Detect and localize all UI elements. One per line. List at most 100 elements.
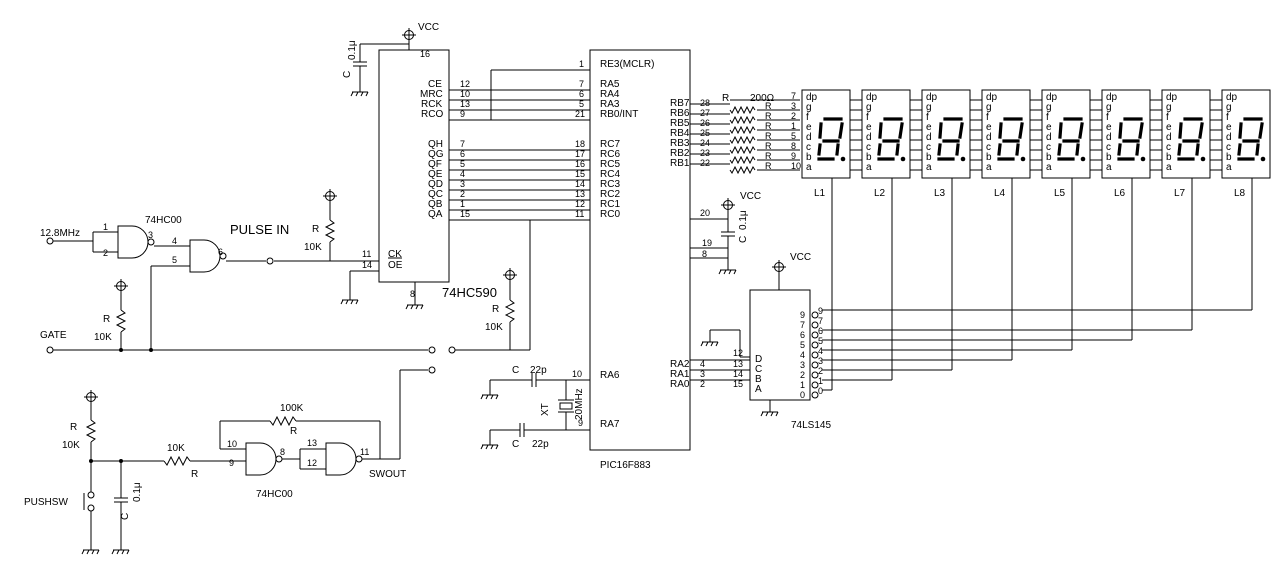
c-label: C (120, 513, 131, 520)
segment-label: b (866, 152, 872, 163)
pin-label: RC6 (600, 149, 620, 160)
r-value-10k: 10K (94, 332, 112, 343)
pin-label: OE (388, 260, 403, 271)
pin-label: RC3 (600, 179, 620, 190)
segment-label: e (926, 122, 932, 133)
segment-label: c (806, 142, 811, 153)
nand-gate-u3 (245, 442, 277, 476)
segment-label: f (926, 112, 929, 123)
r-label: R (765, 101, 772, 111)
pin-label: RA0 (670, 379, 690, 390)
crystal-oscillator: C 22p C 22p XT 20MHz (480, 365, 590, 450)
pin-num: 7 (579, 79, 584, 89)
pin-num: 2 (700, 379, 705, 389)
r-value-10k: 10K (167, 443, 185, 454)
r-value-10k: 10K (485, 322, 503, 333)
pic-rb-pins: RB7 RB6 RB5 RB4 RB3 RB2 RB1 28 27 26 25 … (670, 98, 710, 169)
pin-label: RCO (421, 109, 443, 120)
r-label: R (722, 93, 729, 104)
pin-label: RB3 (670, 138, 690, 149)
pin-num: 3 (148, 230, 153, 240)
pin-label: RA2 (670, 359, 690, 370)
pin-num: 7 (818, 316, 823, 326)
segment-label: dp (806, 92, 818, 103)
pin-num: 12 (307, 458, 317, 468)
pin-num: 20 (700, 208, 710, 218)
pin-num: 6 (818, 326, 823, 336)
pin-num: 3 (818, 356, 823, 366)
ls145-label: 74LS145 (791, 420, 831, 431)
pin-label: RA7 (600, 419, 620, 430)
pin-num: 10 (460, 89, 470, 99)
pin-num: 12 (575, 199, 585, 209)
pin-label: RA1 (670, 369, 690, 380)
pin-label: RB4 (670, 128, 690, 139)
pin-label: RB2 (670, 148, 690, 159)
pin-label: RC4 (600, 169, 620, 180)
seven-segment-displays: dpgfedcbaL1dpgfedcbaL2dpgfedcbaL3dpgfedc… (800, 88, 1272, 391)
pin-num: 7 (791, 91, 796, 101)
pin-label: RA4 (600, 89, 620, 100)
segment-label: g (1166, 102, 1172, 113)
pin-num: 1 (791, 121, 796, 131)
pin-num: 3 (791, 101, 796, 111)
r-value-100k: 100K (280, 403, 304, 414)
pin-num: 0 (800, 390, 805, 400)
segment-label: c (1226, 142, 1231, 153)
cap-01u-label: 0.1μ (347, 40, 358, 60)
pin-label: RC0 (600, 209, 620, 220)
pin-num: 4 (818, 346, 823, 356)
display-name: L4 (994, 188, 1006, 199)
bus-590-to-pic (449, 69, 590, 351)
pin-label: C (755, 364, 762, 375)
pin-num: 16 (575, 159, 585, 169)
pin-label: QG (428, 149, 444, 160)
pin-label: RC5 (600, 159, 620, 170)
vcc-terminal (113, 278, 129, 294)
segment-label: f (1046, 112, 1049, 123)
pin-num: 9 (800, 310, 805, 320)
pin-num: 19 (702, 238, 712, 248)
pin-num: 8 (702, 249, 707, 259)
cap-22p-label: 22p (530, 365, 547, 376)
pin-label: D (755, 354, 762, 365)
push-switch-circuit: R 10K PUSHSW C 0.1μ 10K R 9 10 8 74HC00 (24, 366, 436, 555)
switch-contact (428, 346, 436, 354)
pin-num: 13 (307, 438, 317, 448)
segment-label: d (1046, 132, 1052, 143)
pin-label: QH (428, 139, 443, 150)
pin-num: 6 (218, 247, 223, 257)
pin-label: RB0/INT (600, 109, 638, 120)
pin-label: QB (428, 199, 443, 210)
pin-num: 8 (280, 447, 285, 457)
pin-num: 9 (818, 306, 823, 316)
segment-label: c (1166, 142, 1171, 153)
pin-num: 11 (360, 447, 369, 457)
pin-num: 27 (700, 108, 710, 118)
pulse-in-terminal (266, 257, 274, 265)
pin-label: RB7 (670, 98, 690, 109)
pin-label: MRC (420, 89, 443, 100)
pin-num: 1 (579, 59, 584, 69)
display-name: L8 (1234, 188, 1246, 199)
segment-label: d (926, 132, 932, 143)
pin-num: 13 (575, 189, 585, 199)
segment-label: a (1106, 162, 1112, 173)
cap-01u-label: 0.1μ (132, 482, 143, 502)
pic-chip: PIC16F883 RE3(MCLR) RA5 RA4 RA3 RB0/INT … (572, 49, 761, 471)
pin-label: RC2 (600, 189, 620, 200)
segment-label: g (926, 102, 932, 113)
pushsw-contact (87, 491, 95, 499)
nand-gate-u2 (189, 239, 221, 273)
pin-label: RB6 (670, 108, 690, 119)
segment-label: e (1226, 122, 1232, 133)
pin-num: 3 (700, 369, 705, 379)
display-name: L7 (1174, 188, 1186, 199)
segment-label: dp (866, 92, 878, 103)
display-name: L1 (814, 188, 826, 199)
r-value-10k: 10K (304, 242, 322, 253)
c-label: C (512, 365, 519, 376)
r-label: R (765, 121, 772, 131)
